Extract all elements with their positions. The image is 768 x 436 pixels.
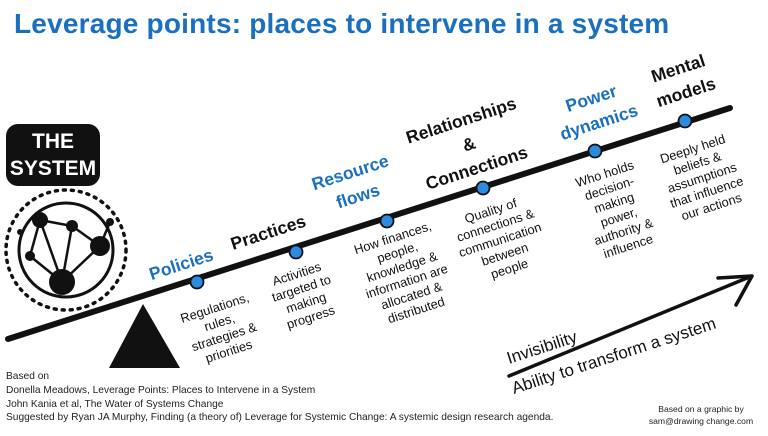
- logo-line-2: SYSTEM: [10, 157, 96, 180]
- name-line: &: [460, 132, 479, 155]
- leverage-dot: [475, 180, 491, 196]
- leverage-point-name: Powerdynamics: [550, 76, 641, 144]
- page-title: Leverage points: places to intervene in …: [14, 8, 670, 39]
- graphic-credit: Based on a graphic by sam@drawing change…: [636, 404, 766, 427]
- leverage-point-name: Resourceflows: [309, 150, 399, 218]
- leverage-point-description: Quality ofconnections &communicationbetw…: [447, 190, 552, 289]
- source-line: Based on: [6, 371, 50, 382]
- fulcrum-triangle: [109, 304, 180, 368]
- network-icon: [4, 188, 128, 312]
- lever-beam: [5, 105, 733, 342]
- credit-line: sam@drawing change.com: [648, 415, 754, 426]
- logo-line-1: THE: [32, 130, 74, 153]
- leverage-point-name: Mentalmodels: [646, 49, 718, 111]
- leverage-dot: [189, 274, 205, 290]
- leverage-point-description: Who holdsdecision-makingpower,authority …: [573, 157, 660, 263]
- leverage-dot: [288, 244, 304, 260]
- source-notes: Based on Donella Meadows, Leverage Point…: [6, 370, 553, 425]
- leverage-point-description: Activitiestargeted tomakingprogress: [265, 257, 342, 334]
- leverage-dot: [677, 113, 693, 129]
- leverage-dot: [379, 213, 395, 229]
- leverage-dot: [587, 143, 603, 159]
- credit-line: Based on a graphic by: [658, 404, 744, 414]
- leverage-point-description: Deeply heldbeliefs &assumptionsthat infl…: [654, 130, 750, 226]
- the-system-logo: THE SYSTEM: [6, 124, 100, 186]
- logo-badge: [6, 124, 100, 186]
- source-line: Donella Meadows, Leverage Points: Places…: [6, 384, 316, 396]
- leverage-point-description: How finances,people,knowledge &informati…: [350, 217, 459, 330]
- leverage-point-description: Regulations,rules,strategies &priorities: [178, 290, 264, 370]
- source-line: Suggested by Ryan JA Murphy, Finding (a …: [6, 412, 554, 424]
- source-line: John Kania et al, The Water of Systems C…: [6, 398, 224, 410]
